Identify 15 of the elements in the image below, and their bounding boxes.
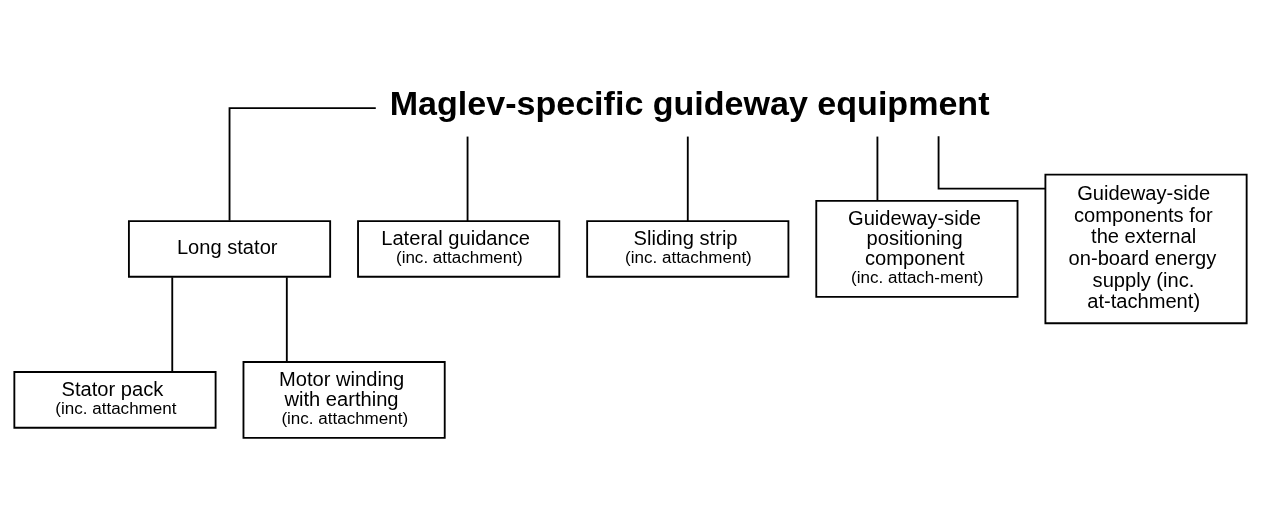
- node-box: Motor winding with earthing (inc. attachment): [242, 361, 446, 439]
- node-box: Lateral guidance (inc. attachment): [357, 220, 561, 278]
- connector: [876, 135, 879, 202]
- connector: [466, 135, 469, 222]
- connector: [285, 276, 288, 363]
- node-box: Long stator: [127, 220, 332, 278]
- node-text: Maglev-specific guideway equipment: [389, 84, 990, 123]
- connector: [937, 135, 1047, 190]
- node-box: Guideway-side components for the external on-board energy supply (inc. at-tachment): [1044, 173, 1248, 325]
- connector: [171, 276, 174, 373]
- connector: [228, 107, 377, 222]
- connector: [686, 135, 689, 222]
- node-box: Stator pack (inc. attachment: [13, 371, 217, 429]
- node-box: Guideway-side positioning component (inc. attach-ment): [815, 200, 1019, 298]
- node-box: Sliding strip (inc. attachment): [586, 220, 790, 278]
